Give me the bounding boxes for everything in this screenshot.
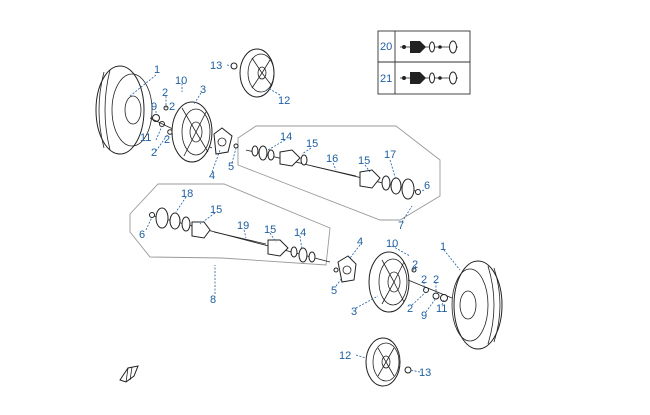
callout-13-upper[interactable]: 13: [210, 60, 222, 72]
tire-right-lower: [451, 260, 503, 350]
callout-1-upper[interactable]: 1: [154, 64, 160, 76]
callout-2-lower-b[interactable]: 2: [421, 274, 427, 286]
callout-8[interactable]: 8: [210, 294, 216, 306]
driveshaft-group-outline-8: [129, 183, 331, 266]
callout-2-lower-c[interactable]: 2: [433, 274, 439, 286]
hub-parts-lower: [407, 267, 453, 302]
callout-15-upper-a[interactable]: 15: [306, 138, 318, 150]
callout-10-lower[interactable]: 10: [386, 238, 398, 250]
callout-11-upper[interactable]: 11: [140, 132, 151, 144]
rim-spare-upper: [230, 48, 275, 98]
callout-18[interactable]: 18: [181, 188, 193, 200]
callout-15-upper-b[interactable]: 15: [358, 155, 370, 167]
rim-left-upper: [171, 101, 213, 163]
callout-10-upper[interactable]: 10: [175, 75, 187, 87]
rim-spare-lower: [365, 337, 412, 387]
callout-2-lower-d[interactable]: 2: [407, 303, 413, 315]
callout-9-lower[interactable]: 9: [421, 310, 427, 322]
callout-3-upper[interactable]: 3: [200, 84, 206, 96]
callout-4-upper[interactable]: 4: [209, 170, 215, 182]
callout-5-lower[interactable]: 5: [331, 285, 337, 297]
callout-15-lower-a[interactable]: 15: [210, 204, 222, 216]
hub-lower: [333, 255, 357, 283]
callout-2-upper-b[interactable]: 2: [169, 101, 175, 113]
callout-2-upper-a[interactable]: 2: [162, 87, 168, 99]
callout-12-lower[interactable]: 12: [339, 350, 351, 362]
callout-2-lower-a[interactable]: 2: [412, 259, 418, 271]
callout-labels: 1 10 2 3 9 2 11 2 2 4 5 13 12 14 15 16 1…: [139, 60, 447, 379]
callout-14-lower[interactable]: 14: [294, 227, 306, 239]
inset-row-21-label[interactable]: 21: [380, 73, 392, 85]
callout-17[interactable]: 17: [384, 149, 396, 161]
callout-15-lower-b[interactable]: 15: [264, 224, 276, 236]
callout-6-lower[interactable]: 6: [139, 229, 145, 241]
callout-7[interactable]: 7: [398, 220, 404, 232]
callout-2-upper-c[interactable]: 2: [164, 134, 170, 146]
callout-19[interactable]: 19: [237, 220, 249, 232]
callout-16[interactable]: 16: [326, 153, 338, 165]
callout-12-upper[interactable]: 12: [278, 95, 290, 107]
callout-5-upper[interactable]: 5: [228, 161, 234, 173]
inset-row-20-label[interactable]: 20: [380, 41, 392, 53]
hub-upper: [213, 127, 239, 155]
driveshaft-lower: [149, 207, 331, 263]
callout-3-lower[interactable]: 3: [351, 306, 357, 318]
driveshaft-group-outline-7: [237, 125, 441, 221]
inset-boot-icon-20: [400, 40, 458, 54]
leader-lines: [129, 64, 461, 373]
callout-4-lower[interactable]: 4: [357, 236, 363, 248]
tire-left-upper: [95, 65, 153, 155]
rim-right-lower: [368, 251, 410, 313]
callout-13-lower[interactable]: 13: [419, 367, 431, 379]
inset-boot-icon-21: [400, 71, 458, 85]
callout-2-upper-d[interactable]: 2: [151, 147, 157, 159]
driveshaft-upper: [245, 145, 421, 200]
callout-9-upper[interactable]: 9: [151, 101, 157, 113]
callout-14-upper[interactable]: 14: [280, 131, 292, 143]
callout-11-lower[interactable]: 11: [436, 303, 447, 315]
callout-1-lower[interactable]: 1: [440, 241, 446, 253]
inset-box: 20 21: [377, 30, 471, 95]
callout-6-upper[interactable]: 6: [424, 180, 430, 192]
front-direction-icon: [119, 365, 139, 383]
